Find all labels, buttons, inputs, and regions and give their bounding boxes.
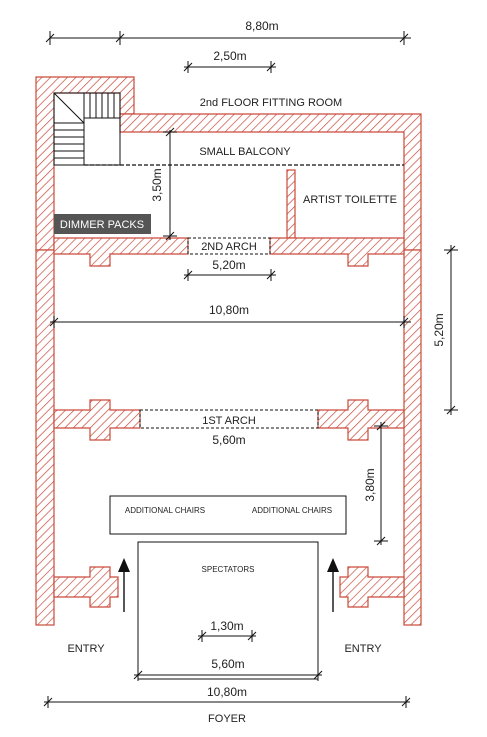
dim-hall-width: 10,80m [49, 303, 411, 328]
dimmer-packs-label: DIMMER PACKS [60, 219, 144, 231]
arch1-beam-right [317, 399, 405, 441]
dim-top-inner: 2,50m [183, 49, 276, 73]
dim-right-lower-height: 3,80m [363, 421, 388, 546]
svg-text:5,20m: 5,20m [212, 258, 245, 272]
arch2-label: 2ND ARCH [201, 241, 257, 253]
dim-arch1-width: 5,60m [212, 433, 245, 447]
wall-toilette-partition [286, 169, 296, 239]
dim-balcony-depth: 3,50m [150, 127, 177, 241]
wall-right [403, 249, 422, 626]
spectators-area [137, 541, 319, 680]
staircase [53, 92, 121, 166]
entry-arrow-right [327, 558, 339, 612]
arch1-label: 1ST ARCH [202, 415, 256, 427]
dimmer-packs-box [54, 214, 151, 234]
additional-chairs-box [109, 495, 347, 535]
entry-left-label: ENTRY [67, 643, 105, 655]
dim-stage-inner: 1,30m [197, 619, 257, 642]
entry-arrow-left [118, 558, 130, 612]
svg-text:5,60m: 5,60m [211, 657, 244, 671]
dim-right-height: 5,20m [432, 245, 458, 415]
svg-text:1,30m: 1,30m [210, 619, 243, 633]
dim-bottom-width: 10,80m [43, 685, 411, 708]
wall-top-right [119, 113, 422, 251]
pillar-lower-left [53, 566, 119, 608]
spectators-label: SPECTATORS [202, 565, 255, 574]
arch1-opening [139, 409, 319, 429]
wall-left [35, 249, 55, 626]
svg-text:5,20m: 5,20m [432, 313, 446, 346]
dim-stage-width: 5,60m [133, 657, 323, 681]
arch2-beam-right [269, 237, 405, 267]
toilette-label: ARTIST TOILETTE [303, 194, 397, 206]
pillar-lower-right [339, 566, 405, 608]
arch2-opening [187, 237, 271, 255]
svg-text:2,50m: 2,50m [213, 49, 246, 63]
dim-top-width: 8,80m [45, 19, 411, 45]
svg-text:8,80m: 8,80m [245, 19, 278, 33]
walls [35, 76, 422, 626]
entry-right-label: ENTRY [344, 643, 382, 655]
arch1-beam-left [53, 399, 141, 441]
svg-text:10,80m: 10,80m [207, 685, 247, 699]
foyer-label: FOYER [208, 713, 246, 725]
balcony-label: SMALL BALCONY [199, 146, 291, 158]
additional-chairs-left: ADDITIONAL CHAIRS [125, 506, 205, 515]
arch2-beam-left [53, 237, 189, 267]
svg-text:3,80m: 3,80m [363, 468, 377, 501]
svg-text:10,80m: 10,80m [209, 303, 249, 317]
svg-text:3,50m: 3,50m [150, 168, 164, 201]
additional-chairs-right: ADDITIONAL CHAIRS [252, 506, 332, 515]
dim-arch2-width: 5,20m [183, 258, 276, 281]
fitting-room-label: 2nd FLOOR FITTING ROOM [200, 97, 342, 109]
